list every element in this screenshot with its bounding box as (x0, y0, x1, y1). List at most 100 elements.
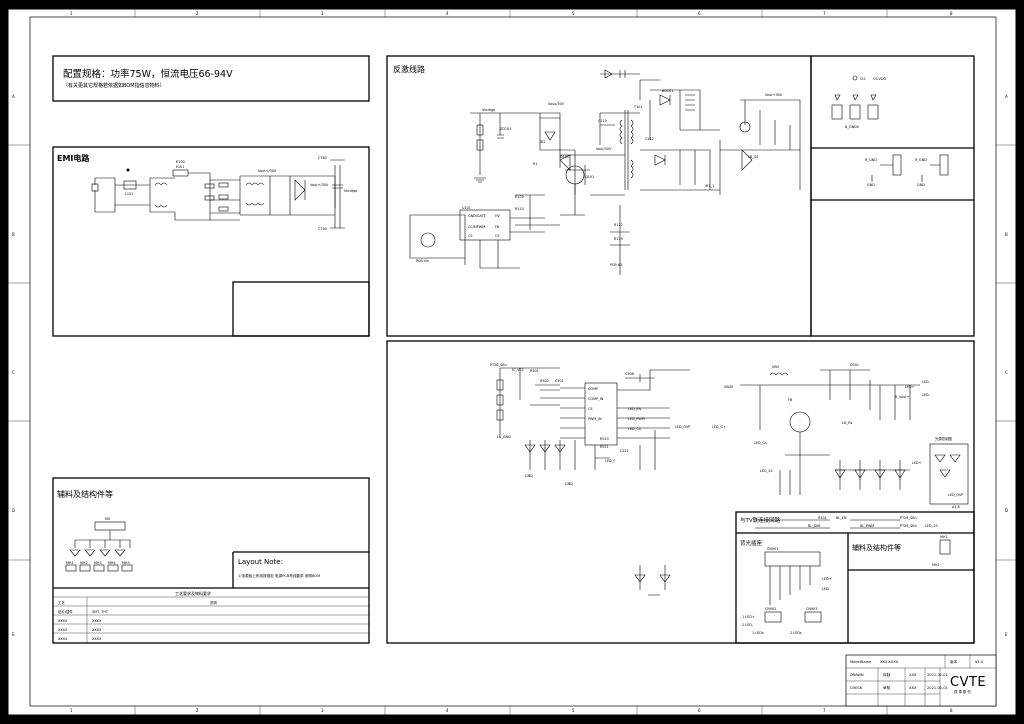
col-label: 3 (321, 708, 324, 713)
title-block: ModelName XXX-XXXX 版本 V1.0 DRAWN 拟制 XXX … (845, 654, 997, 707)
table-cell: XXXX (92, 637, 102, 641)
flyback-circuit (409, 69, 801, 275)
col-label: 3 (321, 11, 324, 16)
row-label: D (12, 508, 15, 513)
accessories-left-title: 辅料及结构件等 (57, 489, 113, 499)
tb-cell: DRAWN (850, 673, 864, 677)
flyback-label: C110 (598, 119, 607, 123)
col-label: 2 (196, 11, 199, 16)
config-title: 配置规格：功率75W，恒流电压66-94V (63, 68, 233, 80)
emi-circuit (91, 159, 345, 229)
led-label: R501 (530, 369, 539, 373)
tb-cell: 2021-01-01 (927, 686, 948, 690)
led-label: FB (788, 398, 793, 402)
flyback-label: PCB Vin (416, 259, 429, 263)
tb-cell: 2021-01-01 (927, 673, 948, 677)
hole-label: MH1 (66, 561, 74, 565)
version-value: V1.0 (975, 660, 984, 664)
backlight-label: CN902 (765, 607, 776, 611)
flyback-label: FB_SS (748, 155, 758, 159)
table-col-label: 工艺 (58, 600, 65, 605)
led-label: LED_Gs (754, 441, 767, 445)
emi-title: EMI电路 (57, 153, 90, 163)
tr-label: R_GND (865, 158, 877, 162)
table-cell: XXXX (58, 619, 68, 623)
top-right-section: Ct1 CS-VDD GND GND B_GNDS R_GND R_GND (810, 55, 975, 337)
row-label: A (12, 94, 15, 99)
inner-border (29, 16, 997, 707)
led-label: LED_G+ (712, 425, 726, 429)
flyback-label: BD101 (662, 89, 673, 93)
led-label: LED- (922, 380, 931, 384)
col-label: 6 (698, 708, 701, 713)
flyback-label: Q101 (585, 175, 594, 179)
row-label: C (12, 370, 15, 375)
col-label: 5 (572, 708, 575, 713)
led-label: CS (588, 407, 593, 411)
paper (8, 9, 1016, 715)
led-label: LED- (922, 393, 931, 397)
table-cell: XXXX (92, 628, 102, 632)
col-label: 7 (823, 11, 826, 16)
mount-label: M4 (105, 517, 110, 521)
led-label: LED_OVP (675, 425, 690, 429)
accessories-right-title: 辅料及结构件等 (852, 543, 901, 552)
emi-label: R100 (176, 160, 185, 164)
emi-section: EMI电路 L101 F101 R100 Vout+/3 (52, 146, 370, 337)
emi-label: F101 (176, 165, 184, 169)
col-label: 2 (196, 708, 199, 713)
tv-label: PT26_SBn (900, 516, 917, 520)
led-label: GND (565, 482, 573, 486)
led-label: LED+ (912, 461, 922, 465)
tv-label: BL_DIM (808, 524, 821, 528)
config-spec-box: 配置规格：功率75W，恒流电压66-94V （有关更其它规格若依据如BOM指信息… (52, 55, 370, 102)
zone-labels: 1 2 3 4 5 6 7 8 1 2 3 4 5 6 7 8 A B C D … (12, 11, 1008, 713)
col-label: 4 (446, 708, 449, 713)
tv-label: BL_PWM (860, 524, 874, 528)
flyback-label: GND/GATE (468, 214, 486, 218)
process-table-header: 工艺要求及物料要求 (175, 590, 211, 596)
process-table (53, 596, 369, 643)
led-label: C512 (620, 449, 629, 453)
led-label: R502 (540, 379, 549, 383)
outer-border (7, 8, 1017, 716)
led-label: LD_Rs (842, 421, 853, 425)
hole-label: MH4 (108, 561, 116, 565)
mounting-diagram (65, 521, 133, 572)
led-label: PT26_SBn (490, 363, 507, 367)
led-label: COMP (588, 387, 598, 391)
led-label: C501 (555, 379, 564, 383)
row-label: D (1005, 508, 1008, 513)
emi-label: Vout+/30V (258, 169, 277, 173)
backlight-label: CN901 (767, 547, 778, 551)
tr-label: GND (917, 183, 925, 187)
tr-label: GND (867, 183, 875, 187)
tr-label: B_GNDS (845, 125, 859, 129)
led-label: LB_GND (497, 435, 511, 439)
led-label: PWM_IN (588, 417, 602, 421)
tv-label: LED_2S (925, 524, 938, 528)
flyback-label: CS (495, 234, 500, 238)
tv-label: BL_EN (836, 516, 847, 520)
flyback-label: D101 (560, 155, 569, 159)
acc-right-label: MH2 (932, 563, 940, 567)
led-label: A1.8 (952, 505, 960, 509)
col-label: 6 (698, 11, 701, 16)
layout-note-text: 1.电源板上布线按规定 电源PCB布线要求 参照BOM (238, 573, 320, 578)
flyback-title: 反激线路 (393, 64, 425, 74)
col-label: 8 (950, 708, 953, 713)
backlight-label: CN903 (806, 607, 817, 611)
flyback-label: HV (495, 214, 501, 218)
hole-label: MH3 (94, 561, 102, 565)
col-label: 4 (446, 11, 449, 16)
led-label: LED_PWM (628, 417, 645, 421)
backlight-label: 1 LED+ (742, 615, 755, 619)
hole-label: MH2 (80, 561, 88, 565)
row-label: B (1005, 232, 1008, 237)
tb-cell: 审核 (883, 685, 891, 690)
layout-note-title: Layout Note: (238, 558, 283, 566)
flyback-label: IR1_1 (705, 184, 714, 188)
led-label: R_Vout+ (895, 395, 910, 399)
led-label: LED+ (905, 385, 915, 389)
